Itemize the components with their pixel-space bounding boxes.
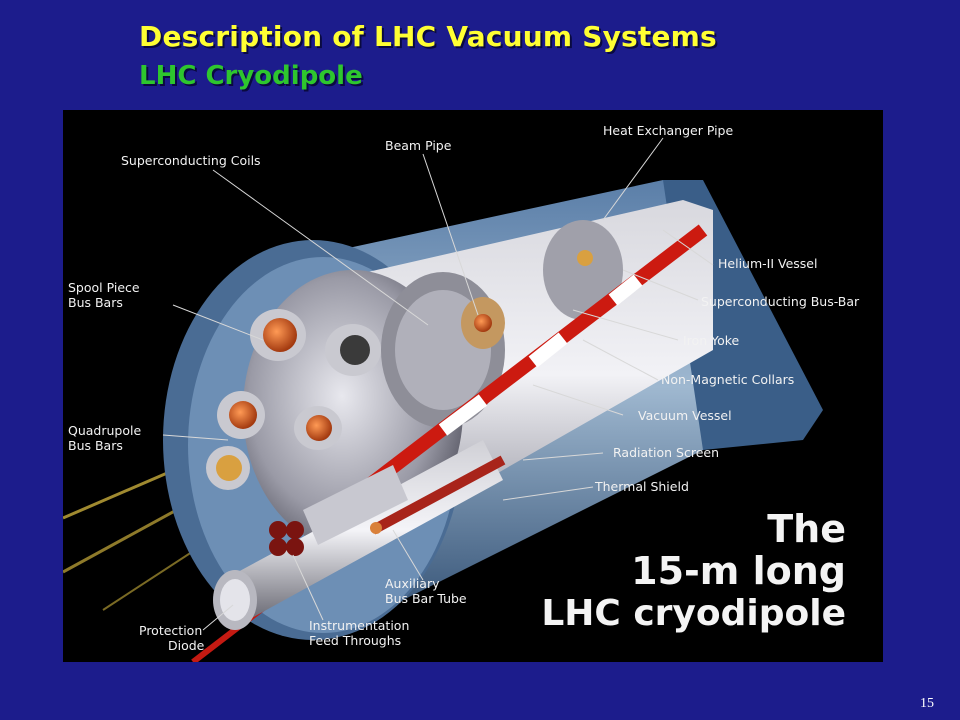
headline-line-3: LHC cryodipole (541, 593, 846, 634)
slide-title: Description of LHC Vacuum Systems (139, 20, 717, 53)
cryodipole-illustration: Heat Exchanger Pipe Beam Pipe Supercondu… (63, 123, 860, 662)
label-radiation-screen: Radiation Screen (613, 445, 719, 460)
label-spool-piece: Spool Piece (68, 280, 140, 295)
label-quadrupole: Quadrupole (68, 423, 141, 438)
label-helium-ii-vessel: Helium-II Vessel (718, 256, 817, 271)
component-labels: Heat Exchanger Pipe Beam Pipe Supercondu… (68, 123, 860, 653)
label-protection: Protection (139, 623, 202, 638)
leader-lines (162, 137, 714, 631)
label-heat-exchanger-pipe: Heat Exchanger Pipe (603, 123, 733, 138)
protection-diode-shape (213, 440, 506, 630)
label-superconducting-bus-bar: Superconducting Bus-Bar (701, 294, 860, 309)
page-number: 15 (920, 696, 934, 711)
label-vacuum-vessel: Vacuum Vessel (638, 408, 732, 423)
label-protection-diode: Diode (168, 638, 205, 653)
figure-headline: The 15-m long LHC cryodipole (541, 507, 846, 634)
label-non-magnetic-collars: Non-Magnetic Collars (661, 372, 794, 387)
label-beam-pipe: Beam Pipe (385, 138, 452, 153)
label-auxiliary-bus-bar-tube: Bus Bar Tube (385, 591, 467, 606)
label-spool-piece-bus-bars: Bus Bars (68, 295, 123, 310)
slide-subtitle: LHC Cryodipole (139, 61, 363, 91)
end-connectors (206, 309, 381, 490)
label-quadrupole-bus-bars: Bus Bars (68, 438, 123, 453)
label-auxiliary: Auxiliary (385, 576, 440, 591)
label-instrumentation-feed-throughs: Feed Throughs (309, 633, 401, 648)
label-instrumentation: Instrumentation (309, 618, 409, 633)
cryodipole-diagram: Heat Exchanger Pipe Beam Pipe Supercondu… (63, 110, 883, 662)
headline-line-2: 15-m long (631, 549, 846, 593)
label-iron-yoke: Iron Yoke (683, 333, 740, 348)
label-superconducting-coils: Superconducting Coils (121, 153, 261, 168)
label-thermal-shield: Thermal Shield (594, 479, 689, 494)
headline-line-1: The (767, 507, 846, 551)
